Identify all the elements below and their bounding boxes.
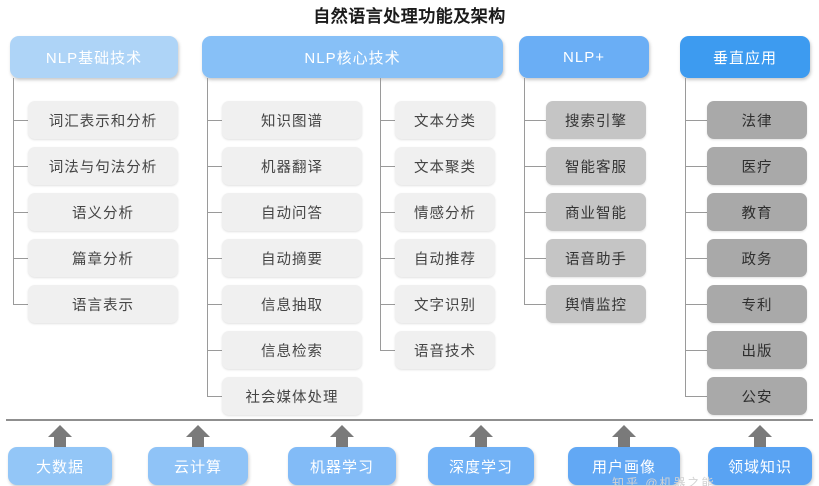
connector-branch-nlp-core-0-4	[207, 304, 222, 305]
leaf-item[interactable]: 信息抽取	[222, 285, 362, 323]
up-arrow-icon	[47, 424, 73, 448]
connector-branch-nlp-plus-0-0	[524, 120, 546, 121]
leaf-item[interactable]: 情感分析	[395, 193, 495, 231]
foundation-chip[interactable]: 领域知识	[708, 447, 812, 485]
leaf-item[interactable]: 词法与句法分析	[28, 147, 178, 185]
group-header-nlp-basic[interactable]: NLP基础技术	[10, 36, 178, 78]
connector-branch-nlp-core-1-5	[380, 350, 395, 351]
leaf-item[interactable]: 语音助手	[546, 239, 646, 277]
connector-branch-nlp-core-1-4	[380, 304, 395, 305]
connector-branch-nlp-plus-0-2	[524, 212, 546, 213]
leaf-item[interactable]: 文本聚类	[395, 147, 495, 185]
leaf-item[interactable]: 文本分类	[395, 101, 495, 139]
up-arrow-icon	[185, 424, 211, 448]
connector-branch-vertical-application-0-2	[685, 212, 707, 213]
connector-branch-nlp-plus-0-1	[524, 166, 546, 167]
up-arrow-icon	[329, 424, 355, 448]
connector-branch-nlp-plus-0-3	[524, 258, 546, 259]
leaf-item[interactable]: 文字识别	[395, 285, 495, 323]
connector-branch-nlp-basic-0-1	[13, 166, 28, 167]
connector-trunk-nlp-basic-0	[13, 78, 14, 304]
connector-branch-nlp-basic-0-4	[13, 304, 28, 305]
connector-branch-vertical-application-0-0	[685, 120, 707, 121]
leaf-item[interactable]: 商业智能	[546, 193, 646, 231]
connector-branch-nlp-core-1-1	[380, 166, 395, 167]
leaf-item[interactable]: 语义分析	[28, 193, 178, 231]
leaf-item[interactable]: 词汇表示和分析	[28, 101, 178, 139]
connector-branch-vertical-application-0-3	[685, 258, 707, 259]
connector-branch-nlp-basic-0-0	[13, 120, 28, 121]
foundation-chip[interactable]: 云计算	[148, 447, 248, 485]
connector-trunk-nlp-core-0	[207, 78, 208, 396]
connector-trunk-nlp-core-1	[380, 78, 381, 350]
connector-branch-nlp-core-0-2	[207, 212, 222, 213]
connector-branch-nlp-core-1-3	[380, 258, 395, 259]
leaf-item[interactable]: 医疗	[707, 147, 807, 185]
leaf-item[interactable]: 自动问答	[222, 193, 362, 231]
connector-branch-vertical-application-0-6	[685, 396, 707, 397]
up-arrow-icon	[611, 424, 637, 448]
leaf-item[interactable]: 篇章分析	[28, 239, 178, 277]
leaf-item[interactable]: 语音技术	[395, 331, 495, 369]
connector-branch-vertical-application-0-1	[685, 166, 707, 167]
connector-branch-nlp-basic-0-3	[13, 258, 28, 259]
connector-branch-nlp-core-0-5	[207, 350, 222, 351]
connector-branch-vertical-application-0-5	[685, 350, 707, 351]
up-arrow-icon	[747, 424, 773, 448]
leaf-item[interactable]: 教育	[707, 193, 807, 231]
connector-branch-nlp-plus-0-4	[524, 304, 546, 305]
connector-trunk-vertical-application-0	[685, 78, 686, 396]
group-header-nlp-core[interactable]: NLP核心技术	[202, 36, 503, 78]
leaf-item[interactable]: 出版	[707, 331, 807, 369]
leaf-item[interactable]: 知识图谱	[222, 101, 362, 139]
foundation-chip[interactable]: 深度学习	[428, 447, 534, 485]
connector-branch-vertical-application-0-4	[685, 304, 707, 305]
leaf-item[interactable]: 智能客服	[546, 147, 646, 185]
leaf-item[interactable]: 自动推荐	[395, 239, 495, 277]
leaf-item[interactable]: 政务	[707, 239, 807, 277]
connector-branch-nlp-basic-0-2	[13, 212, 28, 213]
leaf-item[interactable]: 语言表示	[28, 285, 178, 323]
connector-trunk-nlp-plus-0	[524, 78, 525, 304]
leaf-item[interactable]: 信息检索	[222, 331, 362, 369]
page-title: 自然语言处理功能及架构	[313, 7, 506, 26]
connector-branch-nlp-core-1-2	[380, 212, 395, 213]
up-arrow-icon	[468, 424, 494, 448]
connector-branch-nlp-core-0-0	[207, 120, 222, 121]
group-header-vertical-application[interactable]: 垂直应用	[680, 36, 810, 78]
foundation-chip[interactable]: 大数据	[8, 447, 112, 485]
connector-branch-nlp-core-0-1	[207, 166, 222, 167]
leaf-item[interactable]: 自动摘要	[222, 239, 362, 277]
leaf-item[interactable]: 法律	[707, 101, 807, 139]
foundation-chip[interactable]: 用户画像	[568, 447, 680, 485]
connector-branch-nlp-core-0-3	[207, 258, 222, 259]
connector-branch-nlp-core-0-6	[207, 396, 222, 397]
leaf-item[interactable]: 社会媒体处理	[222, 377, 362, 415]
foundation-divider	[6, 419, 813, 421]
leaf-item[interactable]: 搜索引擎	[546, 101, 646, 139]
leaf-item[interactable]: 机器翻译	[222, 147, 362, 185]
foundation-chip[interactable]: 机器学习	[288, 447, 396, 485]
watermark: 知乎 @机器之能	[612, 476, 716, 486]
group-header-nlp-plus[interactable]: NLP+	[519, 36, 649, 78]
leaf-item[interactable]: 公安	[707, 377, 807, 415]
leaf-item[interactable]: 专利	[707, 285, 807, 323]
leaf-item[interactable]: 舆情监控	[546, 285, 646, 323]
connector-branch-nlp-core-1-0	[380, 120, 395, 121]
